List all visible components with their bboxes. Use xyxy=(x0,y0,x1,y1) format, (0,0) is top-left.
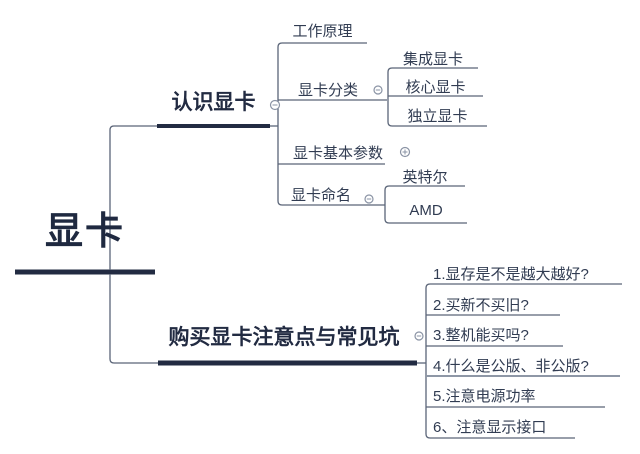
node-root-graphics-card[interactable]: 显卡 xyxy=(44,211,125,253)
collapse-icon-branch2[interactable] xyxy=(414,331,424,341)
node-understand-gpu[interactable]: 认识显卡 xyxy=(171,91,256,114)
node-gpu-classification[interactable]: 显卡分类 xyxy=(297,82,358,99)
bracket-classification-children xyxy=(387,67,487,127)
collapse-icon-gpu-classification[interactable] xyxy=(373,85,383,95)
collapse-icon-gpu-naming[interactable] xyxy=(364,194,374,204)
trunk-branch2-children xyxy=(425,283,622,439)
node-core-gpu[interactable]: 核心显卡 xyxy=(405,79,466,96)
connector-root-branch1 xyxy=(109,125,157,270)
node-intel[interactable]: 英特尔 xyxy=(402,169,448,186)
node-tip-4-reference-card[interactable]: 4.什么是公版、非公版? xyxy=(433,358,589,375)
expand-icon-gpu-basic-params[interactable] xyxy=(399,146,411,158)
node-working-principle[interactable]: 工作原理 xyxy=(292,23,353,40)
node-gpu-naming[interactable]: 显卡命名 xyxy=(290,187,351,204)
node-tip-3-prebuilt[interactable]: 3.整机能买吗? xyxy=(433,327,529,344)
node-tip-1-vram[interactable]: 1.显存是不是越大越好? xyxy=(433,266,589,283)
trunk-branch1-children xyxy=(277,42,385,206)
node-gpu-basic-params[interactable]: 显卡基本参数 xyxy=(292,145,383,162)
node-amd[interactable]: AMD xyxy=(409,202,443,219)
connector-root-branch2 xyxy=(109,274,158,364)
node-discrete-gpu[interactable]: 独立显卡 xyxy=(407,108,468,125)
bracket-naming-children xyxy=(384,185,467,224)
node-buying-tips[interactable]: 购买显卡注意点与常见坑 xyxy=(168,326,400,349)
node-tip-5-psu-wattage[interactable]: 5.注意电源功率 xyxy=(433,388,536,405)
node-integrated-gpu[interactable]: 集成显卡 xyxy=(402,51,463,68)
node-tip-6-display-ports[interactable]: 6、注意显示接口 xyxy=(433,419,547,436)
node-tip-2-new-vs-old[interactable]: 2.买新不买旧? xyxy=(433,297,529,314)
collapse-icon-branch1[interactable] xyxy=(269,99,281,111)
